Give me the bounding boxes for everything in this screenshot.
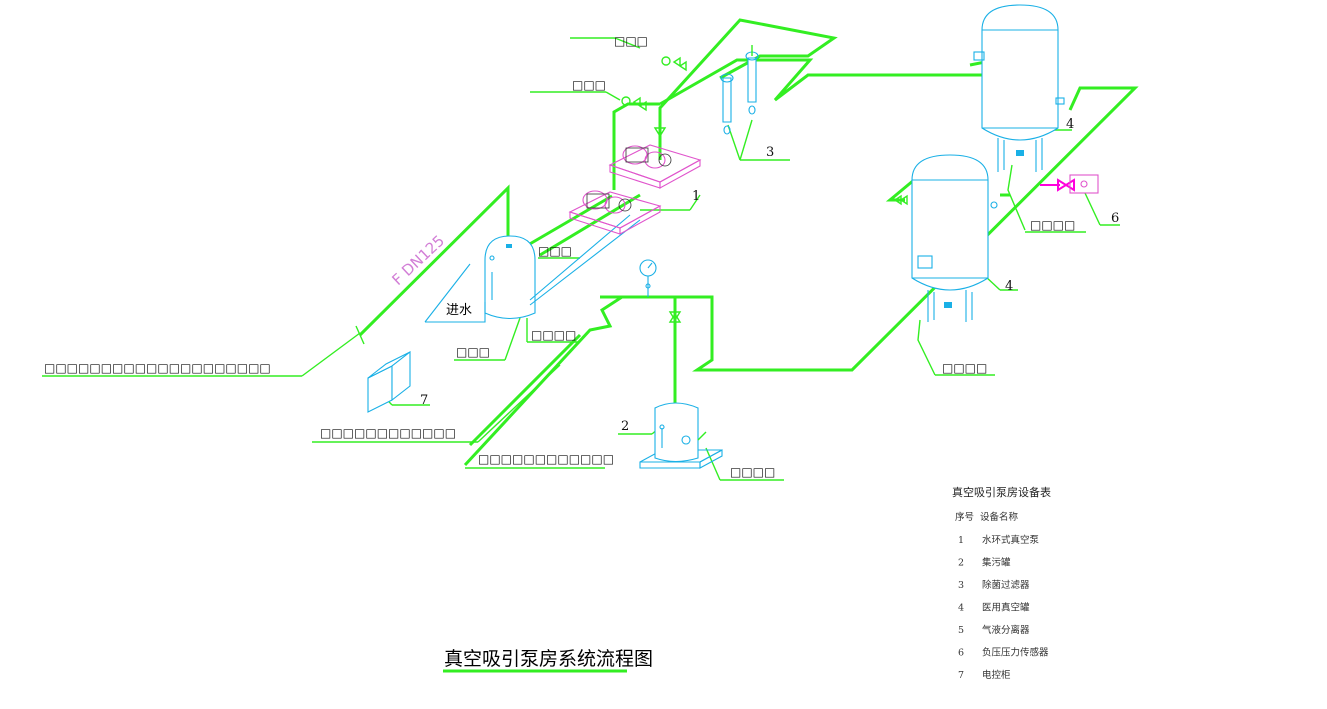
callout-inlet-pipe: □□□□□□□□□□□□□□□□□□□□ (44, 361, 271, 375)
pipe-break-mark (355, 325, 365, 345)
item-number-7: 7 (420, 393, 428, 408)
legend-row-name: 医用真空罐 (982, 602, 1030, 614)
callout-top-valve-2: □□□ (572, 78, 606, 92)
diagram-title: 真空吸引泵房系统流程图 (444, 648, 653, 670)
legend-heading: 真空吸引泵房设备表 (952, 485, 1051, 499)
legend-col-name: 设备名称 (980, 511, 1019, 523)
callout-vessel-drain-lower: □□□□ (942, 361, 987, 375)
control-cabinet (367, 350, 411, 413)
legend-row-no: 3 (958, 580, 964, 591)
item-number-4-upper: 4 (1066, 117, 1074, 132)
equipment-legend: 真空吸引泵房设备表 序号 设备名称 1 水环式真空泵 2 集污罐 3 除菌过滤器 4 医用真空… (952, 485, 1051, 681)
callout-vessel-drain-upper: □□□□ (1030, 218, 1075, 232)
legend-row-name: 气液分离器 (982, 624, 1030, 636)
vacuum-vessel-upper (973, 4, 1065, 172)
legend-row-no: 4 (958, 603, 964, 614)
item-number-1: 1 (692, 189, 700, 204)
callout-sewer-1: □□□□□□□□□□□□ (320, 426, 456, 440)
vacuum-vessel-lower (911, 154, 998, 322)
callout-top-valve-1: □□□ (614, 34, 648, 48)
legend-row-name: 负压压力传感器 (982, 647, 1049, 659)
legend-row-name: 集污罐 (982, 557, 1011, 569)
item-number-4-lower: 4 (1005, 279, 1013, 294)
callout-pipe-mid: □□□ (538, 244, 572, 258)
item-number-3: 3 (766, 145, 774, 160)
legend-row-no: 6 (958, 648, 964, 659)
legend-row-no: 7 (958, 670, 964, 681)
legend-row-no: 1 (958, 535, 964, 546)
sewage-collection-tank (639, 402, 723, 469)
item-number-2: 2 (621, 419, 629, 434)
vacuum-pump-1 (608, 144, 702, 189)
water-tank (424, 214, 641, 323)
legend-row-no: 5 (958, 625, 964, 636)
vacuum-pump-2 (568, 190, 662, 235)
legend-row-name: 除菌过滤器 (982, 579, 1030, 591)
legend-row-name: 电控柜 (982, 669, 1011, 681)
valves (621, 56, 908, 323)
inlet-label: 进水 (446, 303, 472, 318)
sterile-filter (720, 45, 759, 135)
legend-row-name: 水环式真空泵 (982, 534, 1040, 546)
item-number-6: 6 (1111, 211, 1119, 226)
pressure-sensor (1040, 174, 1099, 194)
pipe-spec-label: F DN125 (388, 232, 448, 289)
callout-tank-drain: □□□□ (531, 328, 576, 342)
legend-col-no: 序号 (955, 511, 974, 523)
callout-water-tank: □□□ (456, 345, 490, 359)
legend-row-no: 2 (958, 558, 964, 569)
callout-collector-drain: □□□□ (730, 465, 775, 479)
pressure-gauge (639, 259, 657, 297)
callout-sewer-2: □□□□□□□□□□□□ (478, 452, 614, 466)
